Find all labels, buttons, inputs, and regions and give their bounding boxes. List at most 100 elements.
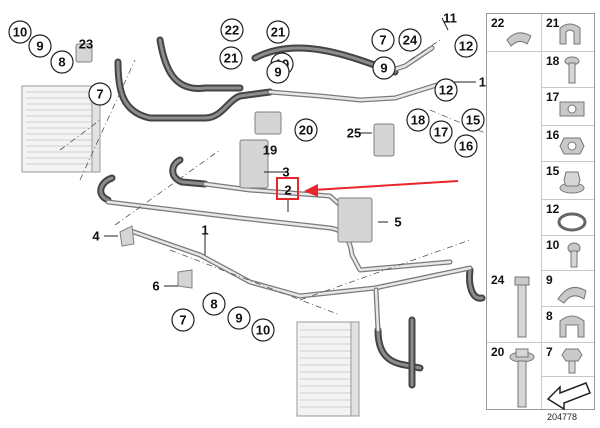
radiator-top-left bbox=[21, 85, 101, 173]
callout-number: 21 bbox=[224, 51, 238, 66]
callout-ring bbox=[371, 28, 395, 52]
callout-number: 7 bbox=[379, 33, 386, 48]
callout-label: 5 bbox=[394, 215, 401, 230]
callout-number: 8 bbox=[210, 297, 217, 312]
callout-number: 10 bbox=[13, 25, 27, 40]
brackets bbox=[75, 43, 505, 289]
callout-circle: 9 bbox=[266, 60, 290, 84]
callout-label: 25 bbox=[347, 126, 361, 141]
panel-cell-17[interactable]: 17 bbox=[542, 88, 594, 126]
callout-circle: 18 bbox=[406, 108, 430, 132]
callout-circle: 7 bbox=[371, 28, 395, 52]
callout-number: 4 bbox=[92, 229, 100, 244]
callout-number: 9 bbox=[36, 39, 43, 54]
callout-circle: 20 bbox=[294, 118, 318, 142]
callout-circle: 15 bbox=[461, 108, 485, 132]
panel-cell-22[interactable]: 22 bbox=[487, 14, 541, 52]
panel-cell-16[interactable]: 16 bbox=[542, 126, 594, 162]
panel-cell-label: 12 bbox=[546, 202, 560, 216]
callout-ring bbox=[429, 120, 453, 144]
callout-ring bbox=[294, 118, 318, 142]
callout-ring bbox=[372, 56, 396, 80]
callout-label: 1 bbox=[201, 223, 208, 238]
callout-ring bbox=[171, 308, 195, 332]
panel-cell-label: 7 bbox=[546, 345, 553, 359]
callout-number: 10 bbox=[256, 323, 270, 338]
panel-cell-24[interactable]: 24 bbox=[487, 271, 541, 343]
callout-number: 7 bbox=[96, 87, 103, 102]
callout-number: 21 bbox=[271, 25, 285, 40]
callout-ring bbox=[50, 50, 74, 74]
collar-nut-icon bbox=[559, 171, 585, 194]
direction-arrow-icon bbox=[546, 382, 591, 411]
callout-circle: 8 bbox=[50, 50, 74, 74]
panel-cell-10[interactable]: 10 bbox=[542, 236, 594, 271]
panel-cell-label: 21 bbox=[546, 16, 560, 30]
panel-cell-9[interactable]: 9 bbox=[542, 271, 594, 307]
panel-cell-21[interactable]: 21 bbox=[542, 14, 594, 52]
bracket-block-icon bbox=[559, 101, 585, 117]
callout-number: 25 bbox=[347, 126, 361, 141]
panel-cell-label: 10 bbox=[546, 238, 560, 252]
callout-layer: 1098237222110219724911121213201932518171… bbox=[8, 11, 528, 342]
callout-circle: 9 bbox=[227, 306, 251, 330]
panel-cell-label: 18 bbox=[546, 54, 560, 68]
callout-circle: 9 bbox=[28, 34, 52, 58]
callout-ring bbox=[220, 18, 244, 42]
panel-cell-8[interactable]: 8 bbox=[542, 307, 594, 343]
panel-cell-label: 8 bbox=[546, 309, 553, 323]
pipe-clip-icon bbox=[557, 286, 587, 304]
callout-number: 1 bbox=[201, 223, 208, 238]
callout-circle: 10 bbox=[8, 20, 32, 44]
callout-number: 20 bbox=[299, 123, 313, 138]
callout-ring bbox=[406, 108, 430, 132]
callout-label: 4 bbox=[92, 229, 100, 244]
callout-circle: 21 bbox=[219, 46, 243, 70]
callout-circle: 7 bbox=[171, 308, 195, 332]
panel-cell-label: 15 bbox=[546, 164, 560, 178]
panel-cell-12[interactable]: 12 bbox=[542, 200, 594, 236]
callout-number: 23 bbox=[79, 37, 93, 52]
callout-number: 19 bbox=[263, 143, 277, 158]
callout-number: 3 bbox=[282, 165, 289, 180]
bolt-icon bbox=[514, 276, 530, 338]
callout-ring bbox=[434, 78, 458, 102]
callout-number: 9 bbox=[274, 65, 281, 80]
callout-ring bbox=[88, 82, 112, 106]
callout-label: 2 bbox=[284, 183, 291, 198]
callout-circle: 10 bbox=[251, 318, 275, 342]
callout-ring bbox=[227, 306, 251, 330]
panel-cell-18[interactable]: 18 bbox=[542, 52, 594, 88]
callout-circle: 24 bbox=[398, 28, 422, 52]
parts-panel: 22 24 20 21 18 17 bbox=[486, 13, 595, 411]
callout-circle: 16 bbox=[454, 134, 478, 158]
panel-cell-label: 9 bbox=[546, 273, 553, 287]
small-bolt-icon bbox=[567, 242, 581, 268]
callout-label: 11 bbox=[443, 11, 457, 26]
reference-lines bbox=[59, 39, 491, 316]
clamp-icon bbox=[559, 23, 581, 45]
callout-ring bbox=[8, 20, 32, 44]
callout-label: 6 bbox=[152, 279, 159, 294]
callout-ring bbox=[251, 318, 275, 342]
callout-circle: 12 bbox=[454, 34, 478, 58]
callout-number: 9 bbox=[235, 311, 242, 326]
panel-cell-20[interactable]: 20 bbox=[487, 343, 541, 411]
panel-cell-label: 20 bbox=[491, 345, 505, 359]
callout-number: 11 bbox=[443, 11, 457, 26]
radiator-bottom bbox=[296, 321, 360, 417]
hex-bolt-icon bbox=[561, 348, 583, 374]
o-ring-icon bbox=[557, 212, 587, 232]
coolant-hoses bbox=[97, 36, 486, 389]
panel-cell-7[interactable]: 7 bbox=[542, 343, 594, 377]
screw-icon bbox=[564, 56, 580, 84]
panel-cell-15[interactable]: 15 bbox=[542, 162, 594, 200]
reference-number: 204778 bbox=[547, 412, 578, 422]
callout-ring bbox=[454, 134, 478, 158]
callout-number: 12 bbox=[439, 83, 453, 98]
callout-number: 2 bbox=[284, 183, 291, 198]
callout-label: 23 bbox=[79, 37, 93, 52]
hose-clip-icon bbox=[506, 32, 532, 47]
callout-number: 8 bbox=[58, 55, 65, 70]
nut-icon bbox=[559, 137, 585, 155]
